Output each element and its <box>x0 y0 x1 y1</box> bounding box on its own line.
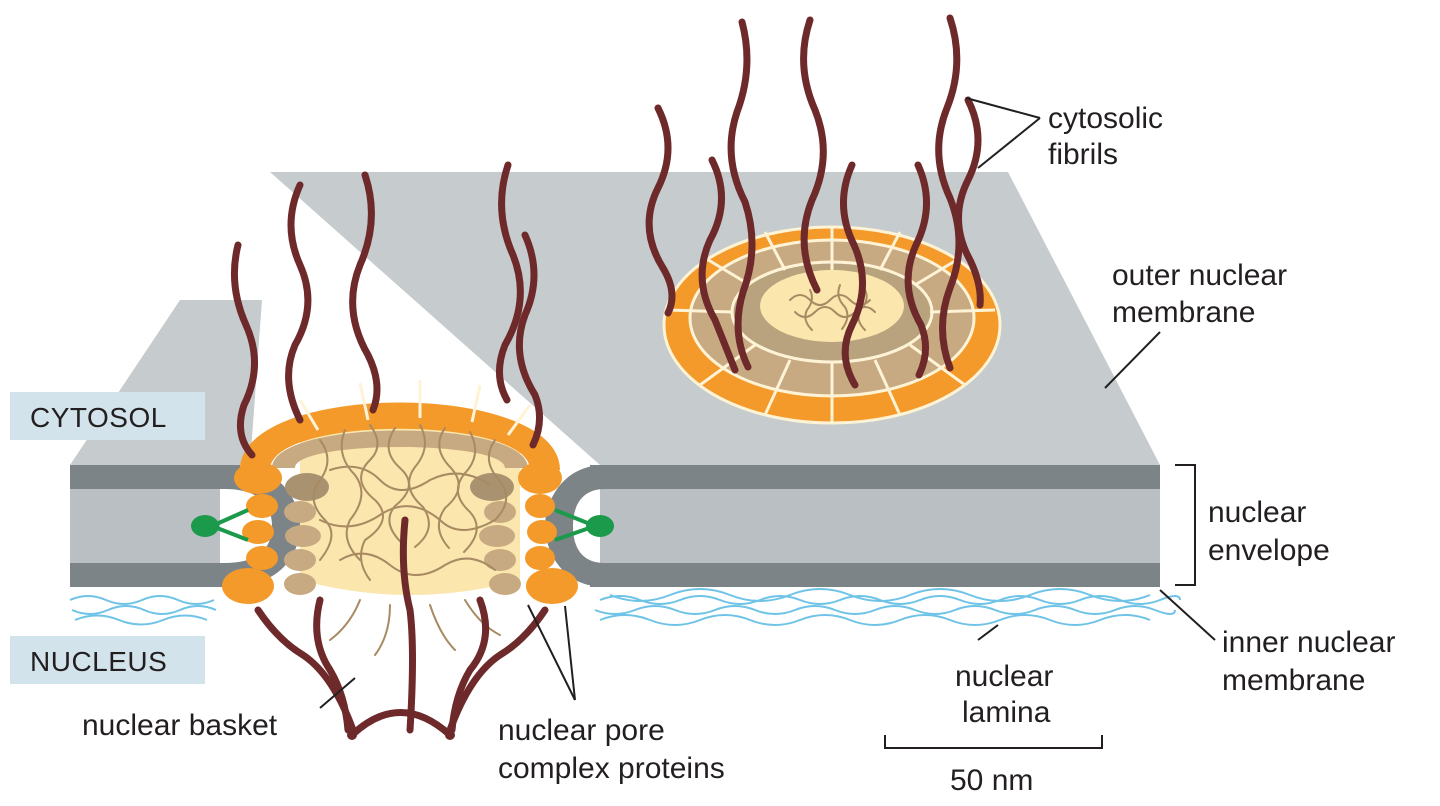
scale-bar-label: 50 nm <box>950 764 1033 797</box>
cytosol-label: CYTOSOL <box>30 402 167 433</box>
nuclear-lamina-label-line1: nuclear <box>955 660 1053 693</box>
scale-bar: 50 nm <box>884 735 1103 797</box>
pore-proteins-label-line1: nuclear pore <box>498 714 665 747</box>
inner-membrane-label-line2: membrane <box>1222 664 1365 697</box>
outer-membrane-label-line2: membrane <box>1112 296 1255 329</box>
outer-membrane-surface-left <box>70 300 262 465</box>
membrane-anchor-left <box>191 508 249 542</box>
inner-membrane-edge-right <box>590 563 1160 587</box>
nucleus-region-tag: NUCLEUS <box>10 636 205 684</box>
outer-membrane-label-line1: outer nuclear <box>1112 259 1287 292</box>
inner-membrane-label-line1: inner nuclear <box>1222 626 1395 659</box>
cytosolic-fibrils-label-line1: cytosolic <box>1048 102 1163 135</box>
outer-membrane-edge-left <box>70 465 240 489</box>
nuclear-lamina-mesh <box>69 588 1181 626</box>
cytosol-region-tag: CYTOSOL <box>10 392 205 440</box>
nucleus-label: NUCLEUS <box>30 646 167 677</box>
cytosolic-fibrils-right-pore <box>645 14 984 389</box>
perinuclear-space-right <box>600 489 1160 565</box>
nuclear-envelope-label-line2: envelope <box>1208 534 1330 567</box>
nuclear-basket-label: nuclear basket <box>82 709 278 742</box>
leader-lines <box>319 97 1216 709</box>
nuclear-basket <box>254 516 549 740</box>
pore-membrane-fold-right <box>545 465 605 587</box>
nuclear-envelope-label-line1: nuclear <box>1208 496 1306 529</box>
nuclear-lamina-label-line2: lamina <box>962 696 1051 729</box>
outer-membrane-edge-right <box>590 465 1160 489</box>
pore-proteins-label-line2: complex proteins <box>498 752 725 785</box>
pore-complex-section <box>222 380 578 656</box>
inner-membrane-edge-left <box>70 563 240 587</box>
perinuclear-space-left <box>70 489 220 565</box>
cytosolic-fibrils-label-line2: fibrils <box>1048 138 1118 171</box>
cytosolic-fibrils-left-pore <box>230 161 543 459</box>
membrane-anchor-right <box>554 508 614 542</box>
pore-membrane-fold-left <box>225 465 300 587</box>
